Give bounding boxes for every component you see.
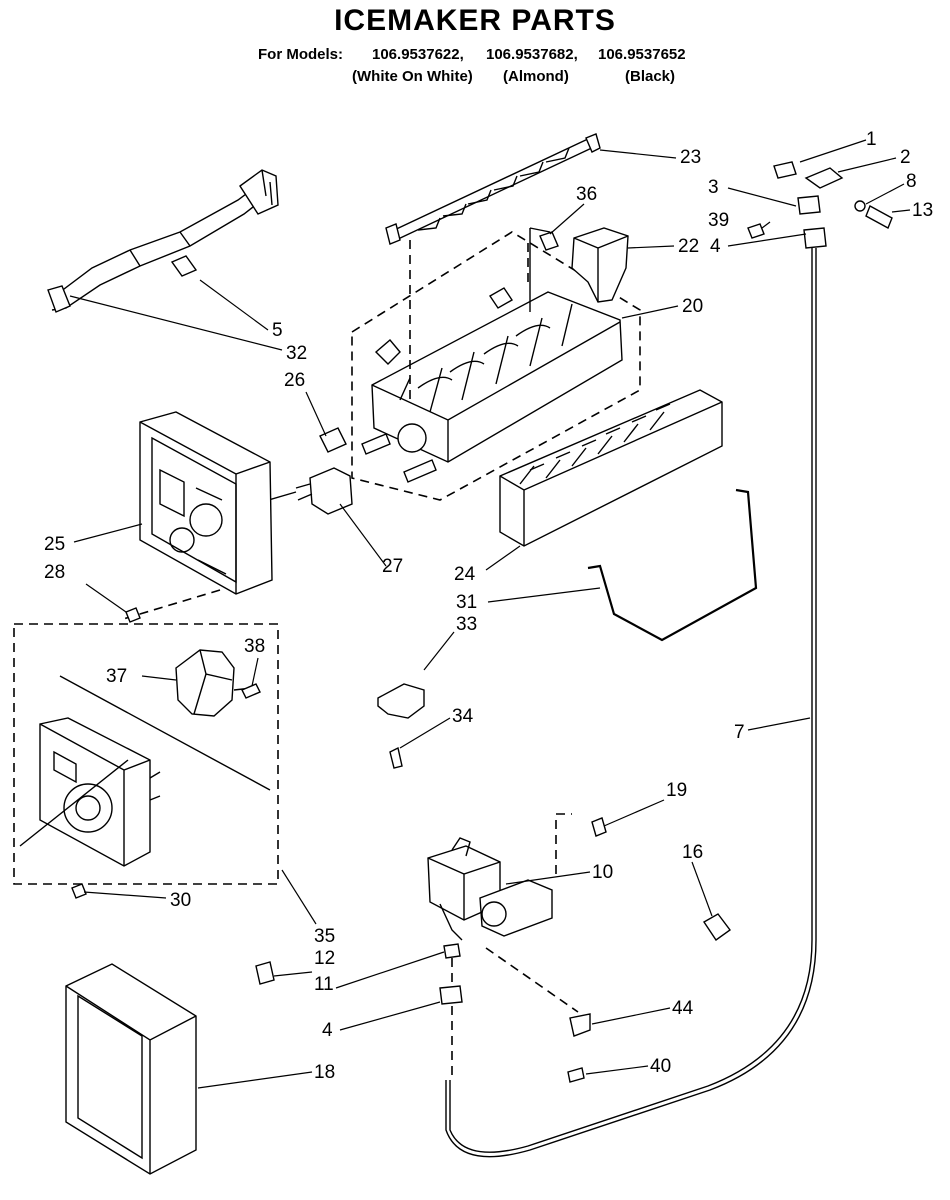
mold-assembly-outline [351, 231, 641, 501]
control-module-box [13, 623, 279, 885]
clip-26-drawing [319, 427, 347, 453]
model-number-1: 106.9537622, [372, 46, 464, 63]
callout-8: 8 [906, 171, 917, 192]
model-number-2: 106.9537682, [486, 46, 578, 63]
fill-cup-drawing [571, 227, 629, 303]
callout-28: 28 [44, 562, 65, 583]
callout-26: 26 [284, 370, 305, 391]
water-valve-drawing [427, 813, 579, 1013]
model-number-3: 106.9537652 [598, 46, 686, 63]
models-label: For Models: [258, 46, 343, 63]
clamp-16-drawing [703, 913, 731, 941]
stripper-drawing [499, 389, 723, 547]
callout-5: 5 [272, 320, 283, 341]
callout-25: 25 [44, 534, 65, 555]
callout-13: 13 [912, 200, 933, 221]
callout-39: 39 [708, 210, 729, 231]
page-title: ICEMAKER PARTS [334, 4, 616, 37]
callout-18: 18 [314, 1062, 335, 1083]
callout-16: 16 [682, 842, 703, 863]
finish-almond: (Almond) [503, 68, 569, 85]
callout-2: 2 [900, 147, 911, 168]
ejector-assembly-drawing [385, 133, 601, 245]
callout-19: 19 [666, 780, 687, 801]
callout-27: 27 [382, 556, 403, 577]
water-tube-drawing [445, 248, 817, 1158]
callout-33: 33 [456, 614, 477, 635]
callout-31: 31 [456, 592, 477, 613]
control-module-drawing [19, 717, 161, 867]
callout-37: 37 [106, 666, 127, 687]
water-inlet-fittings-drawing [773, 161, 893, 249]
callout-10: 10 [592, 862, 613, 883]
valve-fittings-drawing [255, 943, 591, 1083]
callout-38: 38 [244, 636, 265, 657]
wire-harness-drawing [47, 169, 279, 313]
shutoff-arm-drawing [377, 683, 425, 719]
ice-mold-drawing [361, 287, 623, 483]
callout-23: 23 [680, 147, 701, 168]
callout-35: 35 [314, 926, 335, 947]
front-cover-drawing [65, 963, 197, 1175]
motor-housing-drawing [139, 411, 273, 595]
callout-34: 34 [452, 706, 474, 727]
callout-20: 20 [682, 296, 703, 317]
callout-labels: 1 2 3 8 13 39 4 23 36 22 20 5 32 26 25 2… [44, 129, 933, 1083]
finish-white: (White On White) [352, 68, 473, 85]
callout-22: 22 [678, 236, 699, 257]
callout-7: 7 [734, 722, 745, 743]
callout-1: 1 [866, 129, 877, 150]
callout-30: 30 [170, 890, 191, 911]
callout-40: 40 [650, 1056, 671, 1077]
callout-36: 36 [576, 184, 597, 205]
callout-11: 11 [314, 974, 334, 995]
callout-44: 44 [672, 998, 694, 1019]
bale-arm-drawing [587, 488, 758, 642]
finish-black: (Black) [625, 68, 676, 85]
leader-lines [69, 139, 911, 1089]
callout-24: 24 [454, 564, 476, 585]
screws-drawing [71, 223, 765, 899]
screw-36-drawing [529, 227, 551, 312]
callout-32: 32 [286, 343, 307, 364]
callout-4-top: 4 [710, 236, 721, 257]
callout-4-bottom: 4 [322, 1020, 333, 1041]
callout-3: 3 [708, 177, 719, 198]
callout-12: 12 [314, 948, 335, 969]
